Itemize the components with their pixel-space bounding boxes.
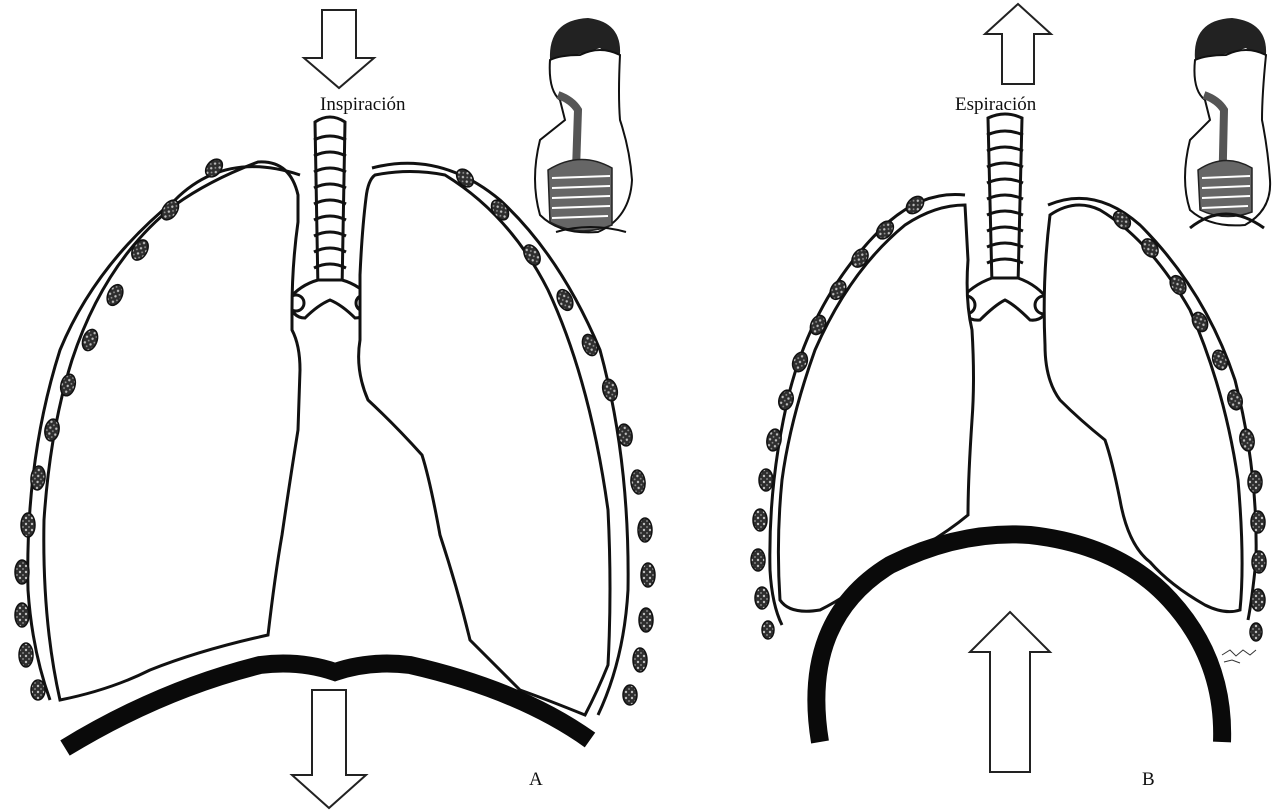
inset-person-expiration <box>1185 18 1270 228</box>
panel-letter-b: B <box>1142 769 1155 790</box>
panel-expiration: Espiración <box>751 4 1270 790</box>
right-lung <box>359 172 610 716</box>
left-lung <box>44 162 300 700</box>
inset-person-inspiration <box>535 18 632 232</box>
diaphragm-up-arrow <box>970 612 1050 772</box>
artist-signature <box>1222 650 1256 663</box>
trachea-b <box>957 114 1053 320</box>
panel-inspiration: Inspiración <box>15 10 655 808</box>
phase-label-inspiration: Inspiración <box>320 94 406 115</box>
air-in-arrow <box>304 10 374 88</box>
phase-label-expiration: Espiración <box>955 94 1037 115</box>
air-out-arrow <box>985 4 1051 84</box>
diaphragm-down-arrow <box>292 690 366 808</box>
panel-letter-a: A <box>529 769 543 790</box>
